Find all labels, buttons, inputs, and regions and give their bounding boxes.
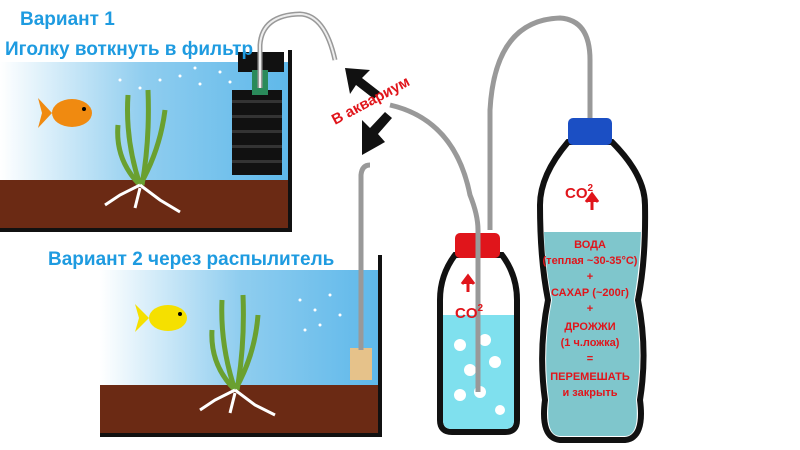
svg-text:ВОДА: ВОДА xyxy=(574,239,606,251)
roots xyxy=(104,183,181,214)
large-bottle: CO2 ВОДА (теплая ~30-35°C) + САХАР (~200… xyxy=(536,118,649,443)
tube-to-aquarium xyxy=(389,102,481,392)
tank2-wall xyxy=(100,255,382,437)
variant-1-title: Вариант 1 xyxy=(20,9,115,30)
aquarium-variant-2 xyxy=(100,162,382,437)
plant-icon xyxy=(115,89,168,187)
small-bottle: CO2 xyxy=(389,15,593,435)
svg-text:(1 ч.ложка): (1 ч.ложка) xyxy=(561,337,620,349)
svg-text:(теплая ~30-35°C): (теплая ~30-35°C) xyxy=(543,255,638,267)
co2-arrow-icon-2 xyxy=(584,191,600,210)
recipe-text: ВОДА (теплая ~30-35°C) + САХАР (~200г) +… xyxy=(543,239,638,399)
large-bottle-water xyxy=(544,232,641,436)
variant-1-subtitle: Иголку воткнуть в фильтр xyxy=(5,39,253,60)
svg-text:+: + xyxy=(587,303,593,315)
svg-text:=: = xyxy=(587,353,593,365)
yellow-fish-icon xyxy=(135,304,187,332)
arrow-up-icon xyxy=(345,68,380,99)
blue-cap xyxy=(568,118,612,145)
svg-text:CO2: CO2 xyxy=(455,303,484,322)
arrow-label: В аквариум xyxy=(329,73,413,128)
svg-text:CO2: CO2 xyxy=(565,183,594,202)
tank1-wall xyxy=(0,50,292,232)
goldfish-icon xyxy=(38,98,92,128)
arrow-down-icon xyxy=(362,112,392,155)
bubbles-1 xyxy=(118,66,232,90)
plant-icon-2 xyxy=(209,294,261,392)
co2-arrow-icon xyxy=(460,273,476,292)
co2-tube-2 xyxy=(358,162,371,350)
svg-text:ПЕРЕМЕШАТЬ: ПЕРЕМЕШАТЬ xyxy=(550,371,630,383)
svg-text:САХАР (~200г): САХАР (~200г) xyxy=(551,287,629,299)
diffuser xyxy=(350,348,372,380)
direction-arrows xyxy=(345,68,392,155)
bubbles-2 xyxy=(298,293,342,332)
svg-text:ДРОЖЖИ: ДРОЖЖИ xyxy=(564,321,615,333)
variant-2-title: Вариант 2 через распылитель xyxy=(48,249,334,270)
tube-between-bottles xyxy=(487,15,593,230)
aquarium-variant-1 xyxy=(0,11,338,232)
svg-text:и закрыть: и закрыть xyxy=(562,387,617,399)
svg-text:+: + xyxy=(587,271,593,283)
roots-2 xyxy=(199,388,276,417)
